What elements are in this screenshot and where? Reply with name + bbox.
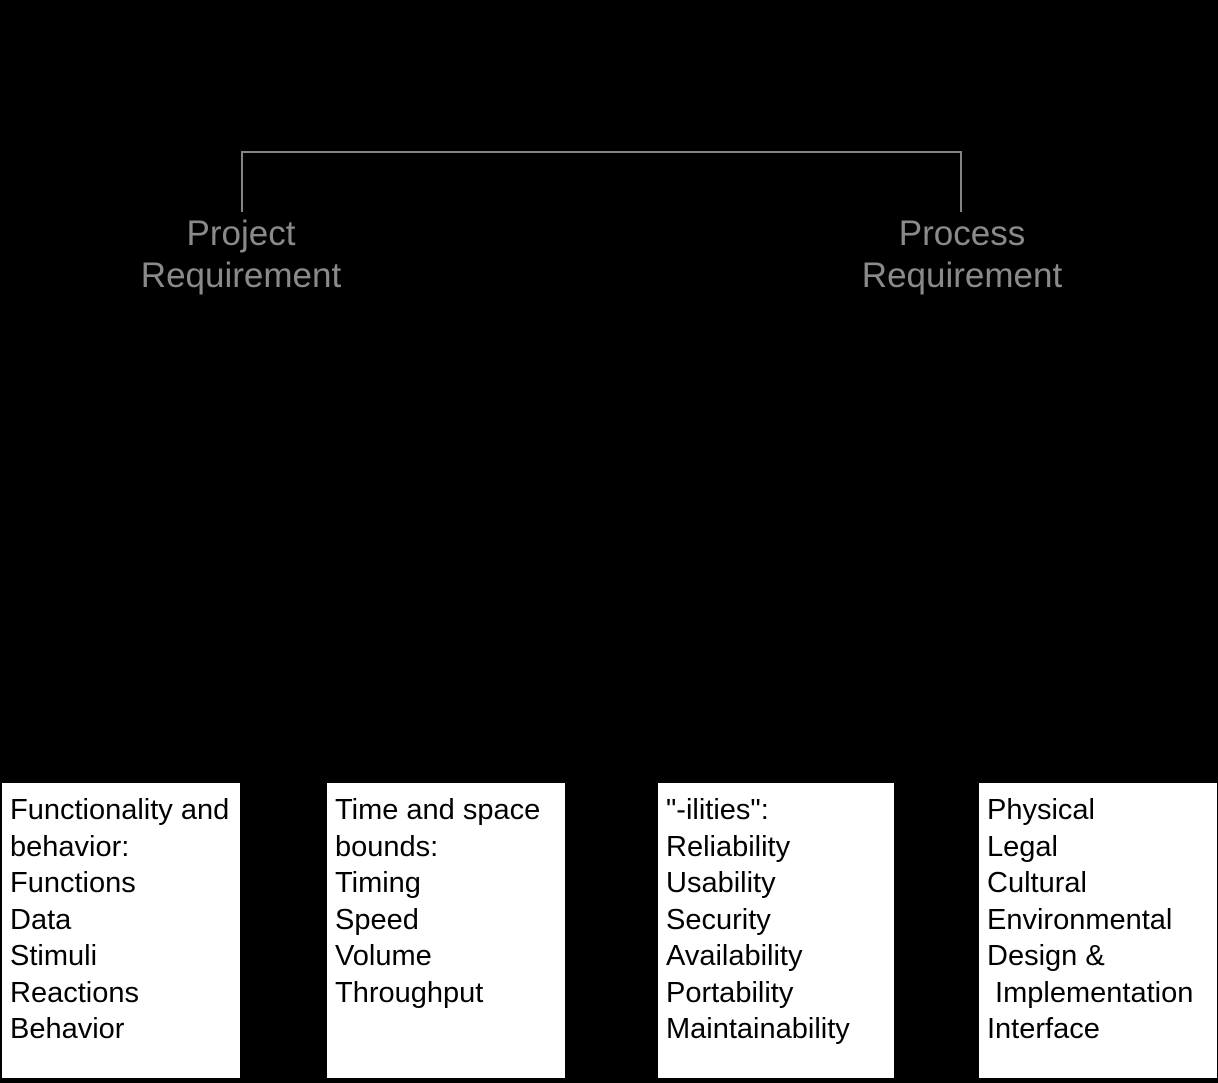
box-functionality-behavior: Functionality and behavior: Functions Da… — [2, 783, 240, 1078]
box-line: Functionality and — [10, 794, 230, 826]
project-requirement-line2: Requirement — [140, 256, 342, 295]
box-line: "-ilities": — [666, 794, 769, 826]
project-requirement-label: Project Requirement — [66, 213, 416, 297]
box-line: Interface — [987, 1013, 1100, 1045]
box-line: Stimuli — [10, 940, 98, 972]
process-requirement-line2: Requirement — [861, 256, 1063, 295]
box-line: Physical — [987, 794, 1095, 826]
box-line: Volume — [335, 940, 432, 972]
box-line: Usability — [666, 867, 776, 899]
box-line: Legal — [987, 830, 1058, 863]
project-requirement-line1: Project — [186, 214, 296, 253]
box-line: Implementation — [987, 976, 1194, 1009]
box-time-space-bounds: Time and space bounds: Timing Speed Volu… — [327, 783, 565, 1078]
box-line: Maintainability — [666, 1013, 850, 1045]
box-line: Time and space — [335, 794, 541, 826]
box-line: Speed — [335, 903, 419, 936]
tree-connector-bracket — [241, 151, 962, 212]
box-line: Functions — [10, 867, 136, 899]
box-line: Behavior — [10, 1013, 125, 1045]
process-requirement-label: Process Requirement — [787, 213, 1137, 297]
box-line: behavior: — [10, 830, 130, 863]
box-line: Data — [10, 903, 72, 936]
box-line: Reactions — [10, 976, 139, 1009]
process-requirement-line1: Process — [898, 214, 1026, 253]
box-line: Throughput — [335, 976, 484, 1009]
box-line: Security — [666, 903, 771, 936]
box-process-constraints: Physical Legal Cultural Environmental De… — [979, 783, 1217, 1078]
box-line: Availability — [666, 940, 803, 972]
box-line: Timing — [335, 867, 421, 899]
box-line: Reliability — [666, 830, 791, 863]
box-line: Cultural — [987, 867, 1087, 899]
box-ilities: "-ilities": Reliability Usability Securi… — [658, 783, 894, 1078]
box-line: Environmental — [987, 903, 1173, 936]
box-line: Design & — [987, 940, 1105, 972]
box-line: Portability — [666, 976, 794, 1009]
box-line: bounds: — [335, 830, 439, 863]
